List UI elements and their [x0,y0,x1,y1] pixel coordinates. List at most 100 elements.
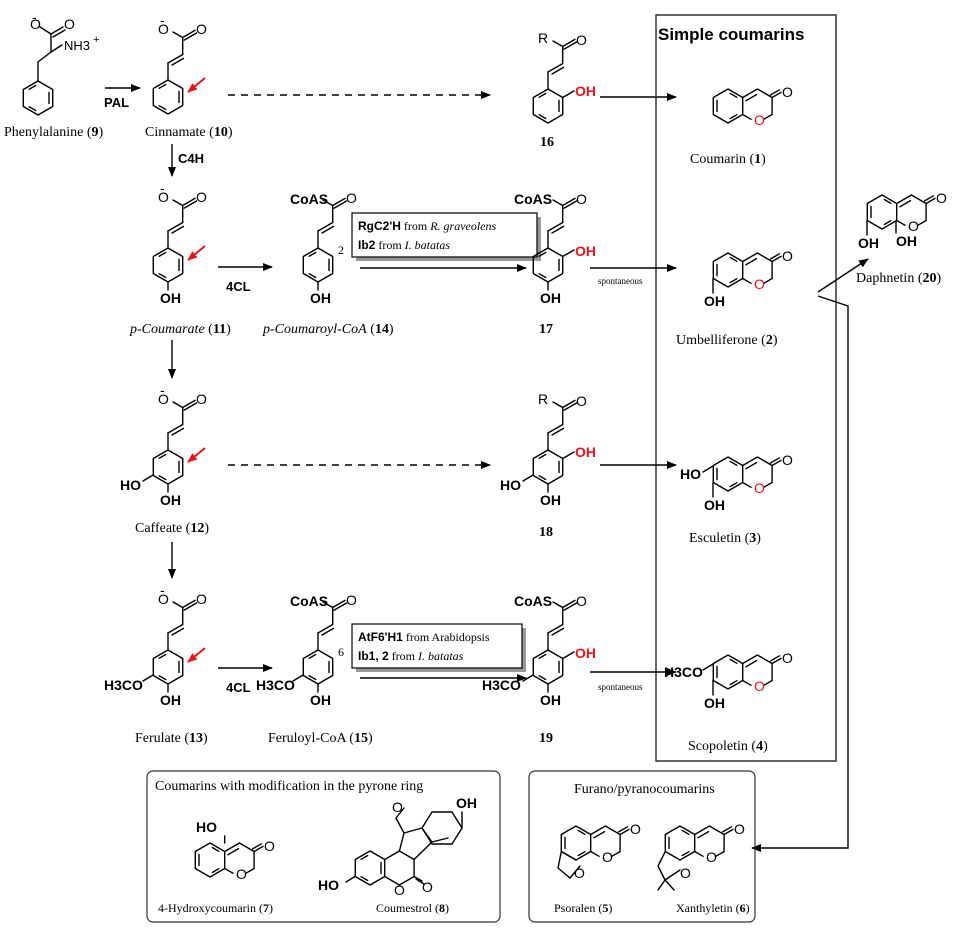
daphnetin-structure: O O OH OH [858,190,947,251]
svg-text:O: O [754,678,765,694]
svg-text:CoAS: CoAS [514,191,552,207]
svg-text:O: O [158,391,169,407]
svg-text:O: O [782,452,793,468]
compound-name-xanthyletin: Xanthyletin (6) [676,901,750,915]
compound-name-esculetin: Esculetin (3) [689,531,761,546]
svg-text:HO: HO [318,877,339,893]
svg-text:O: O [576,393,587,409]
pyrone-modification-frame [146,770,501,923]
compound-name-coumarin: Coumarin (1) [690,152,766,167]
furanocoumarins-frame [528,770,756,923]
svg-text:OH: OH [540,492,561,508]
atom-label: NH3 [64,38,90,53]
compound-name-ferulate: Ferulate (13) [135,731,208,746]
svg-text:HO: HO [500,477,521,493]
svg-text:O: O [196,189,207,205]
compound-16-structure: R O OH [532,30,596,124]
compound-number-18: 18 [539,525,553,540]
svg-text:O: O [158,189,169,205]
xanthyletin-structure: O O O [657,821,745,891]
p-coumaroyl-coa-structure: CoAS O OH 2 [290,190,357,306]
compound-name-umbelliferone: Umbelliferone (2) [676,333,778,348]
svg-text:O: O [576,191,587,207]
svg-text:RgC2'H from R. graveolens: RgC2'H from R. graveolens [358,219,497,233]
svg-text:O: O [782,650,793,666]
svg-text:O: O [936,190,947,206]
svg-text:OH: OH [858,235,879,251]
svg-text:O: O [734,821,745,837]
svg-text:O: O [196,391,207,407]
svg-text:O: O [576,32,587,48]
scopoletin-structure: O O OH H3CO [664,650,793,711]
caffeate-structure: - O O OH HO [120,382,207,508]
svg-text:-: - [160,382,165,398]
atom-label: O [64,16,75,32]
furano-group-title: Furano/pyranocoumarins [574,782,715,797]
compound-name-p-coumaroyl-coa: p-Coumaroyl-CoA (14) [262,322,394,337]
svg-text:R: R [538,391,548,407]
svg-text:OH: OH [704,497,725,513]
compound-name-p-coumarate: p-Coumarate (11) [129,322,231,337]
svg-text:O: O [680,865,691,881]
compound-number-19: 19 [539,731,553,746]
svg-text:Ib2 from I. batatas: Ib2 from I. batatas [358,238,450,252]
svg-text:O: O [392,799,403,815]
svg-text:CoAS: CoAS [290,191,328,207]
svg-text:OH: OH [575,243,596,259]
svg-text:CoAS: CoAS [290,593,328,609]
arrow-to-furanocoumarins [751,295,849,852]
svg-text:HO: HO [680,466,701,482]
svg-text:-: - [160,582,165,598]
phenylalanine-structure: - O O NH3 + [22,9,99,116]
simple-coumarins-frame [655,14,837,762]
label-spontaneous-a: spontaneous [598,276,643,286]
svg-text:H3CO: H3CO [256,677,295,693]
svg-text:OH: OH [310,290,331,306]
svg-text:-: - [160,12,165,28]
svg-text:OH: OH [704,293,725,309]
enzyme-pal: PAL [104,95,129,110]
svg-text:O: O [706,849,717,865]
enzyme-c4h: C4H [178,151,204,166]
coumestrol-structure: HO O O O OH [318,795,477,898]
svg-text:O: O [158,591,169,607]
svg-text:O: O [236,866,247,882]
feruloyl-coa-structure: CoAS O OH H3CO 6 [256,592,357,708]
svg-text:OH: OH [456,795,477,811]
svg-text:O: O [754,480,765,496]
svg-text:O: O [158,21,169,37]
svg-text:O: O [754,276,765,292]
svg-text:OH: OH [160,492,181,508]
coumarin-structure: O O [712,84,793,128]
svg-text:OH: OH [160,692,181,708]
svg-text:O: O [346,190,357,206]
svg-text:6: 6 [338,645,344,659]
compound-name-coumestrol: Coumestrol (8) [376,901,449,915]
svg-text:Ib1, 2 from I. batatas: Ib1, 2 from I. batatas [358,649,464,663]
compound-18-structure: R O OH OH HO [500,391,596,508]
svg-text:O: O [264,838,275,854]
svg-text:O: O [908,218,919,234]
enzyme-box-rgc2h: RgC2'H from R. graveolens Ib2 from I. ba… [351,212,541,261]
svg-text:2: 2 [338,243,344,257]
svg-text:OH: OH [575,83,596,99]
svg-text:OH: OH [160,290,181,306]
compound-number-16: 16 [540,135,554,150]
svg-text:O: O [346,592,357,608]
svg-text:HO: HO [196,819,217,835]
pyrone-group-title: Coumarins with modification in the pyron… [155,779,423,794]
compound-19-structure: CoAS O OH OH H3CO [482,593,596,708]
svg-text:OH: OH [575,645,596,661]
enzyme-4cl-a: 4CL [226,279,251,294]
svg-text:OH: OH [896,233,917,249]
svg-text:OH: OH [704,695,725,711]
arrow-to-daphnetin [817,258,869,293]
esculetin-structure: O O OH HO [680,452,793,513]
atom-label: - [32,9,37,25]
compound-name-4-hydroxycoumarin: 4-Hydroxycoumarin (7) [158,901,273,915]
svg-text:O: O [754,112,765,128]
svg-text:H3CO: H3CO [482,677,521,693]
svg-text:-: - [160,180,165,196]
